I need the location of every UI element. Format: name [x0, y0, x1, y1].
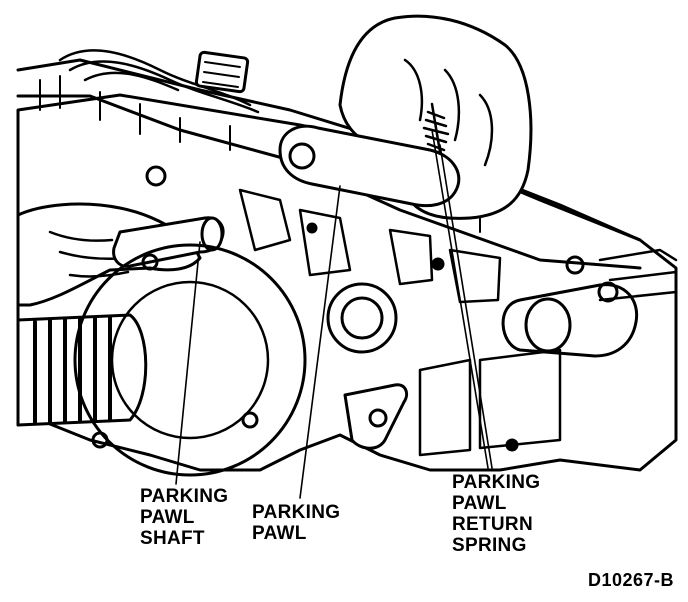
- callout-line: PAWL: [452, 493, 507, 514]
- callout-parking-pawl-return-spring: PARKING PAWL RETURN SPRING: [452, 472, 541, 556]
- callout-line: PARKING: [452, 472, 541, 493]
- wiring-harness: [58, 49, 260, 114]
- flange-bolt-2: [141, 253, 159, 271]
- case-bore-inner: [340, 296, 384, 340]
- bell-housing-inner: [110, 280, 270, 440]
- connector-ridges: [202, 61, 241, 88]
- pawl-stop-hole: [368, 408, 388, 428]
- bell-housing-flange: [73, 243, 307, 477]
- leader-line-shaft: [175, 241, 201, 485]
- case-bore-outer: [326, 282, 398, 354]
- callout-parking-pawl-shaft: PARKING PAWL SHAFT: [140, 486, 229, 549]
- right-end-bolt: [597, 281, 619, 303]
- return-spring-coil: [422, 102, 450, 154]
- callout-line: PARKING: [252, 502, 341, 523]
- boot-ribs: [33, 315, 112, 424]
- shaft-end: [200, 216, 224, 252]
- case-bolt-1: [145, 165, 167, 187]
- lower-case-bolt: [505, 438, 519, 452]
- lever-pivot: [288, 142, 316, 170]
- callout-line: SHAFT: [140, 528, 205, 549]
- callout-line: PARKING: [140, 486, 229, 507]
- callout-parking-pawl: PARKING PAWL: [252, 502, 341, 544]
- hand-finger-lines: [393, 58, 494, 188]
- case-bolt-4: [565, 255, 585, 275]
- leader-line-pawl: [299, 185, 341, 499]
- case-bolt-3: [431, 257, 445, 271]
- flange-bolt-3: [241, 411, 259, 429]
- figure-id: D10267-B: [587, 570, 674, 590]
- callout-line: PAWL: [140, 507, 195, 528]
- flange-bolt-1: [91, 431, 109, 449]
- case-bolt-2: [306, 222, 318, 234]
- parking-pawl-lever: [278, 124, 461, 208]
- leader-line-spring: [431, 129, 493, 469]
- callout-line: PAWL: [252, 523, 307, 544]
- pawl-stop-bracket: [343, 383, 409, 450]
- casting-details: [238, 188, 502, 304]
- callout-line: SPRING: [452, 535, 527, 556]
- callout-line: RETURN: [452, 514, 533, 535]
